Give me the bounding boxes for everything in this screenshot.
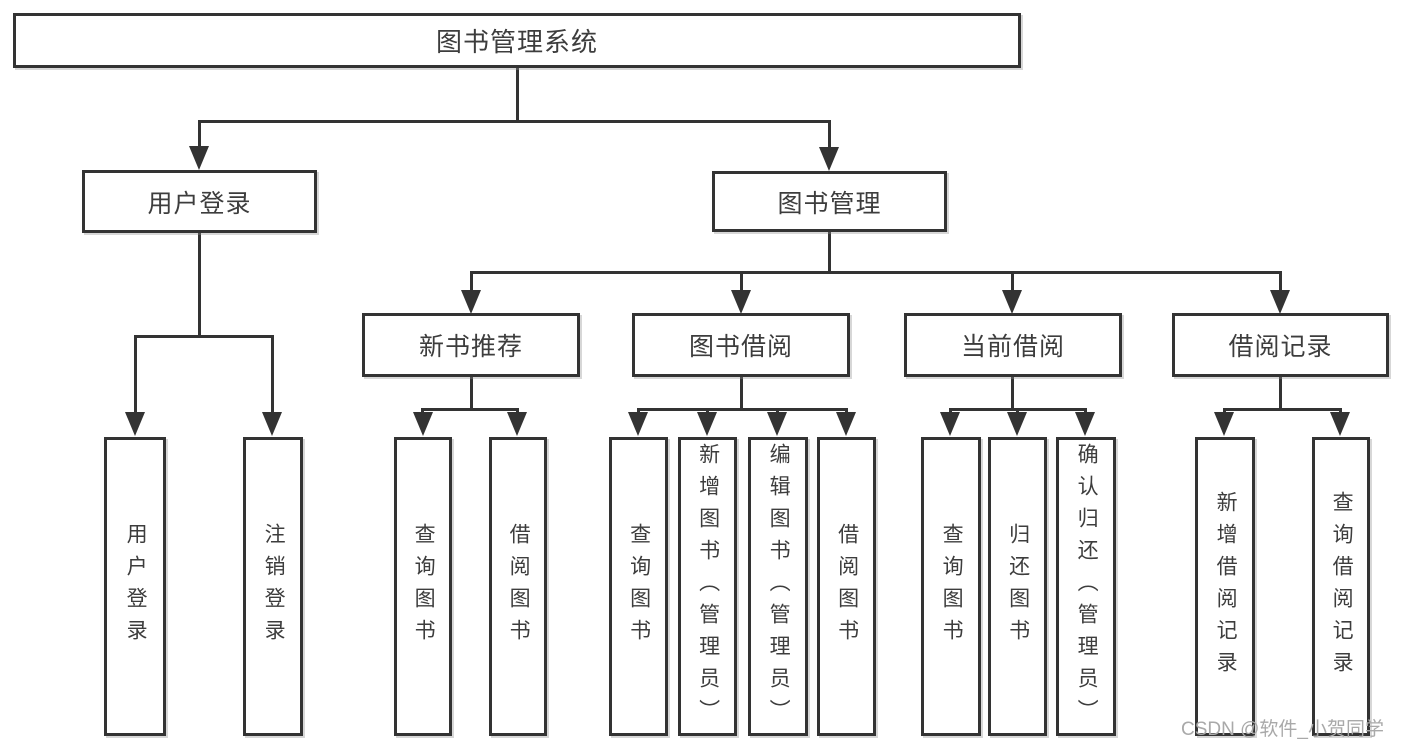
node-label: 注销登录 xyxy=(262,522,286,651)
leaf-borrow-books: 借阅图书 xyxy=(817,437,876,736)
arrow-down-icon xyxy=(507,412,527,436)
connector-line xyxy=(470,271,1282,274)
arrow-down-icon xyxy=(1270,290,1290,314)
connector-line xyxy=(828,230,831,274)
node-label: 新增借阅记录 xyxy=(1214,490,1238,683)
leaf-query-books: 查询图书 xyxy=(609,437,668,736)
node-label: 查询图书 xyxy=(627,522,651,651)
node-user-login: 用户登录 xyxy=(82,170,317,233)
arrow-down-icon xyxy=(125,412,145,436)
arrow-down-icon xyxy=(836,412,856,436)
connector-line xyxy=(1223,408,1342,411)
leaf-return-books: 归还图书 xyxy=(988,437,1047,736)
node-label: 查询图书 xyxy=(412,522,436,651)
node-label: 用户登录 xyxy=(147,189,252,218)
node-label: 图书管理系统 xyxy=(435,27,598,57)
leaf-borrow-books: 借阅图书 xyxy=(489,437,547,736)
leaf-confirm-return-admin: 确认归还（管理员） xyxy=(1056,437,1116,736)
leaf-query-books: 查询图书 xyxy=(394,437,452,736)
node-label: 查询借阅记录 xyxy=(1330,490,1354,683)
connector-line xyxy=(470,375,473,410)
leaf-query-borrow-record: 查询借阅记录 xyxy=(1312,437,1370,736)
arrow-down-icon xyxy=(1002,290,1022,314)
leaf-add-book-admin: 新增图书（管理员） xyxy=(678,437,737,736)
node-borrow-records: 借阅记录 xyxy=(1172,313,1389,377)
node-label: 借阅图书 xyxy=(507,522,531,651)
leaf-edit-book-admin: 编辑图书（管理员） xyxy=(748,437,808,736)
node-label: 借阅记录 xyxy=(1228,333,1333,361)
watermark: CSDN @软件_小贺同学 xyxy=(1181,719,1384,740)
leaf-logout: 注销登录 xyxy=(243,437,303,736)
connector-line xyxy=(740,271,743,292)
connector-line xyxy=(271,335,274,414)
arrow-down-icon xyxy=(628,412,648,436)
node-label: 用户登录 xyxy=(124,522,148,651)
arrow-down-icon xyxy=(1075,412,1095,436)
node-new-book-recommend: 新书推荐 xyxy=(362,313,580,377)
arrow-down-icon xyxy=(767,412,787,436)
connector-line xyxy=(828,120,831,149)
connector-line xyxy=(1279,271,1282,292)
arrow-down-icon xyxy=(262,412,282,436)
arrow-down-icon xyxy=(1214,412,1234,436)
arrow-down-icon xyxy=(697,412,717,436)
arrow-down-icon xyxy=(940,412,960,436)
connector-line xyxy=(470,271,473,292)
arrow-down-icon xyxy=(1007,412,1027,436)
node-library-management-system: 图书管理系统 xyxy=(13,13,1021,68)
connector-line xyxy=(134,335,274,338)
leaf-user-login: 用户登录 xyxy=(104,437,166,736)
node-label: 借阅图书 xyxy=(835,522,859,651)
leaf-add-borrow-record: 新增借阅记录 xyxy=(1195,437,1255,736)
connector-line xyxy=(1011,271,1014,292)
node-label: 查询图书 xyxy=(940,522,964,651)
node-book-management: 图书管理 xyxy=(712,171,947,232)
arrow-down-icon xyxy=(731,290,751,314)
node-current-borrow: 当前借阅 xyxy=(904,313,1122,377)
arrow-down-icon xyxy=(461,290,481,314)
node-book-borrow: 图书借阅 xyxy=(632,313,850,377)
node-label: 图书借阅 xyxy=(688,333,793,361)
connector-line xyxy=(198,120,831,123)
node-label: 新书推荐 xyxy=(418,333,523,361)
node-label: 编辑图书（管理员） xyxy=(767,442,791,731)
connector-line xyxy=(198,120,201,148)
node-label: 确认归还（管理员） xyxy=(1075,442,1099,731)
arrow-down-icon xyxy=(1330,412,1350,436)
node-label: 图书管理 xyxy=(777,189,882,218)
node-label: 当前借阅 xyxy=(960,333,1065,361)
connector-line xyxy=(740,375,743,410)
connector-line xyxy=(134,335,137,414)
connector-line xyxy=(1279,375,1282,410)
connector-line xyxy=(1011,375,1014,410)
arrow-down-icon xyxy=(413,412,433,436)
connector-line xyxy=(198,231,201,337)
connector-line xyxy=(421,408,519,411)
node-label: 新增图书（管理员） xyxy=(696,442,720,731)
connector-line xyxy=(637,408,848,411)
arrow-down-icon xyxy=(819,147,839,171)
leaf-query-books: 查询图书 xyxy=(921,437,981,736)
node-label: 归还图书 xyxy=(1006,522,1030,651)
connector-line xyxy=(516,66,519,122)
arrow-down-icon xyxy=(189,146,209,170)
